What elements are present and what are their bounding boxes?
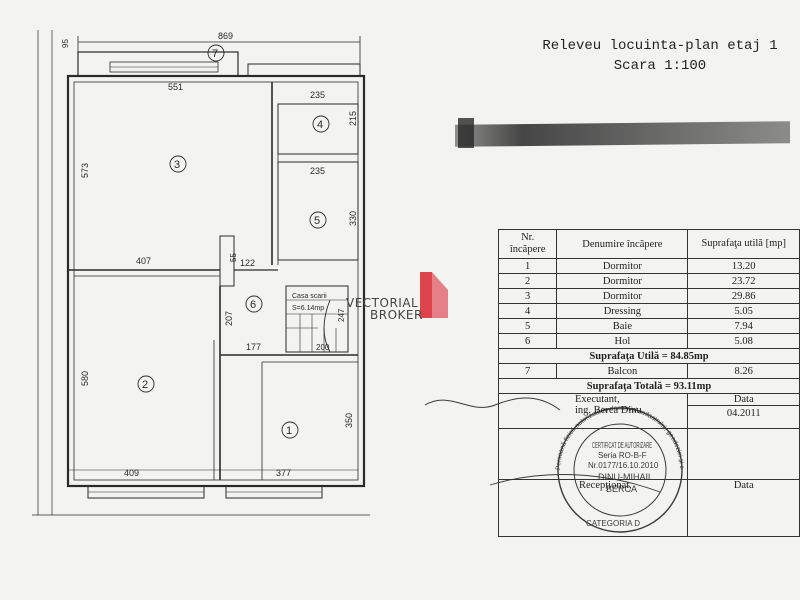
dim-235a: 235 — [310, 90, 325, 100]
watermark-logo — [420, 272, 448, 318]
watermark-line2: BROKER — [370, 308, 423, 322]
table-row: 3 Dormitor 29.86 — [497, 288, 800, 304]
dim-580: 580 — [80, 371, 90, 386]
dim-409: 409 — [124, 468, 139, 478]
table-row: 5 Baie 7.94 — [497, 318, 800, 334]
date-value: 04.2011 — [688, 405, 799, 419]
drawing-title: Releveu locuinta-plan etaj 1 Scara 1:100 — [530, 36, 790, 76]
row-name: Dormitor — [556, 273, 689, 289]
row-area: 5.05 — [687, 303, 800, 319]
dim-573: 573 — [80, 163, 90, 178]
stair-area: S=6.14mp — [292, 305, 324, 312]
row-name: Baie — [556, 318, 689, 334]
svg-text:7: 7 — [212, 48, 218, 60]
dim-377: 377 — [276, 468, 291, 478]
table-row: 1 Dormitor 13.20 — [497, 258, 800, 274]
staircase — [286, 299, 348, 353]
dim-551: 551 — [168, 82, 183, 92]
svg-text:2: 2 — [142, 379, 148, 391]
row-area: 29.86 — [687, 288, 800, 304]
executant-cell: Executant, ing. Berca Dinu — [497, 393, 689, 429]
balcony-nr: 7 — [497, 363, 558, 379]
dim-407: 407 — [136, 256, 151, 266]
dim-235b: 235 — [310, 166, 325, 176]
dim-55: 55 — [229, 253, 238, 262]
redacted-mark — [458, 118, 474, 148]
dim-122: 122 — [240, 258, 255, 268]
dim-330: 330 — [348, 211, 358, 226]
date-label-2: Data — [687, 479, 800, 537]
row-nr: 2 — [497, 273, 558, 289]
room-number-1: 1 — [281, 421, 299, 439]
balcony-row: 7 Balcon 8.26 — [497, 363, 800, 379]
dim-207: 207 — [224, 311, 234, 326]
stair-label: Casa scarii — [292, 293, 327, 300]
svg-text:1: 1 — [286, 425, 292, 437]
watermark-line1: VECTORIAL — [346, 296, 419, 310]
room-table: Nr. încăpere Denumire încăpere Suprafaţa… — [497, 229, 800, 537]
table-header: Nr. încăpere Denumire încăpere Suprafaţa… — [497, 229, 800, 259]
header-name: Denumire încăpere — [556, 229, 689, 259]
room-number-5: 5 — [309, 211, 327, 229]
svg-text:5: 5 — [314, 215, 320, 227]
dim-350: 350 — [344, 413, 354, 428]
executant-row: Executant, ing. Berca Dinu Data 04.2011 — [497, 393, 800, 429]
row-nr: 4 — [497, 303, 558, 319]
dim-247: 247 — [337, 308, 346, 322]
room-number-7: 7 — [207, 44, 225, 62]
room-number-4: 4 — [312, 115, 330, 133]
svg-text:3: 3 — [174, 159, 180, 171]
row-area: 5.08 — [687, 333, 800, 349]
table-row: 6 Hol 5.08 — [497, 333, 800, 349]
row-nr: 5 — [497, 318, 558, 334]
svg-text:6: 6 — [250, 299, 256, 311]
row-area: 7.94 — [687, 318, 800, 334]
balcony-area: 8.26 — [687, 363, 800, 379]
dim-215: 215 — [348, 111, 358, 126]
total-row: Suprafaţa Totală = 93.11mp — [498, 378, 800, 394]
receptionat-row: Recepţionat, Data — [497, 479, 800, 537]
executant-label: Executant, — [575, 394, 620, 405]
svg-text:4: 4 — [317, 119, 323, 131]
table-row: 2 Dormitor 23.72 — [497, 273, 800, 289]
row-name: Dressing — [556, 303, 689, 319]
total-util: Suprafaţa Utilă = 84.85mp — [498, 348, 800, 364]
row-name: Dormitor — [556, 258, 689, 274]
dim-869: 869 — [218, 31, 233, 41]
title-line-1: Releveu locuinta-plan etaj 1 — [542, 38, 778, 54]
date-cell: Data 04.2011 — [687, 393, 800, 429]
row-nr: 6 — [497, 333, 558, 349]
table-row: 4 Dressing 5.05 — [497, 303, 800, 319]
room-number-3: 3 — [169, 155, 187, 173]
header-area: Suprafaţa utilă [mp] — [687, 229, 800, 259]
spacer-row — [497, 428, 800, 480]
row-name: Hol — [556, 333, 689, 349]
row-area: 23.72 — [687, 273, 800, 289]
executant-name: ing. Berca Dinu — [575, 405, 642, 416]
balcony-name: Balcon — [556, 363, 689, 379]
row-area: 13.20 — [687, 258, 800, 274]
row-nr: 1 — [497, 258, 558, 274]
row-name: Dormitor — [556, 288, 689, 304]
dim-95: 95 — [61, 39, 70, 48]
total-area: Suprafaţa Totală = 93.11mp — [498, 378, 800, 394]
room-number-6: 6 — [245, 295, 263, 313]
date-label: Data — [733, 394, 754, 405]
row-nr: 3 — [497, 288, 558, 304]
title-line-2: Scara 1:100 — [613, 58, 707, 74]
dim-177: 177 — [246, 342, 261, 352]
header-nr: Nr. încăpere — [497, 229, 558, 259]
total-util-row: Suprafaţa Utilă = 84.85mp — [498, 348, 800, 364]
receptionat-label: Recepţionat, — [497, 479, 689, 537]
dim-200: 200 — [316, 343, 330, 352]
room-number-2: 2 — [137, 375, 155, 393]
